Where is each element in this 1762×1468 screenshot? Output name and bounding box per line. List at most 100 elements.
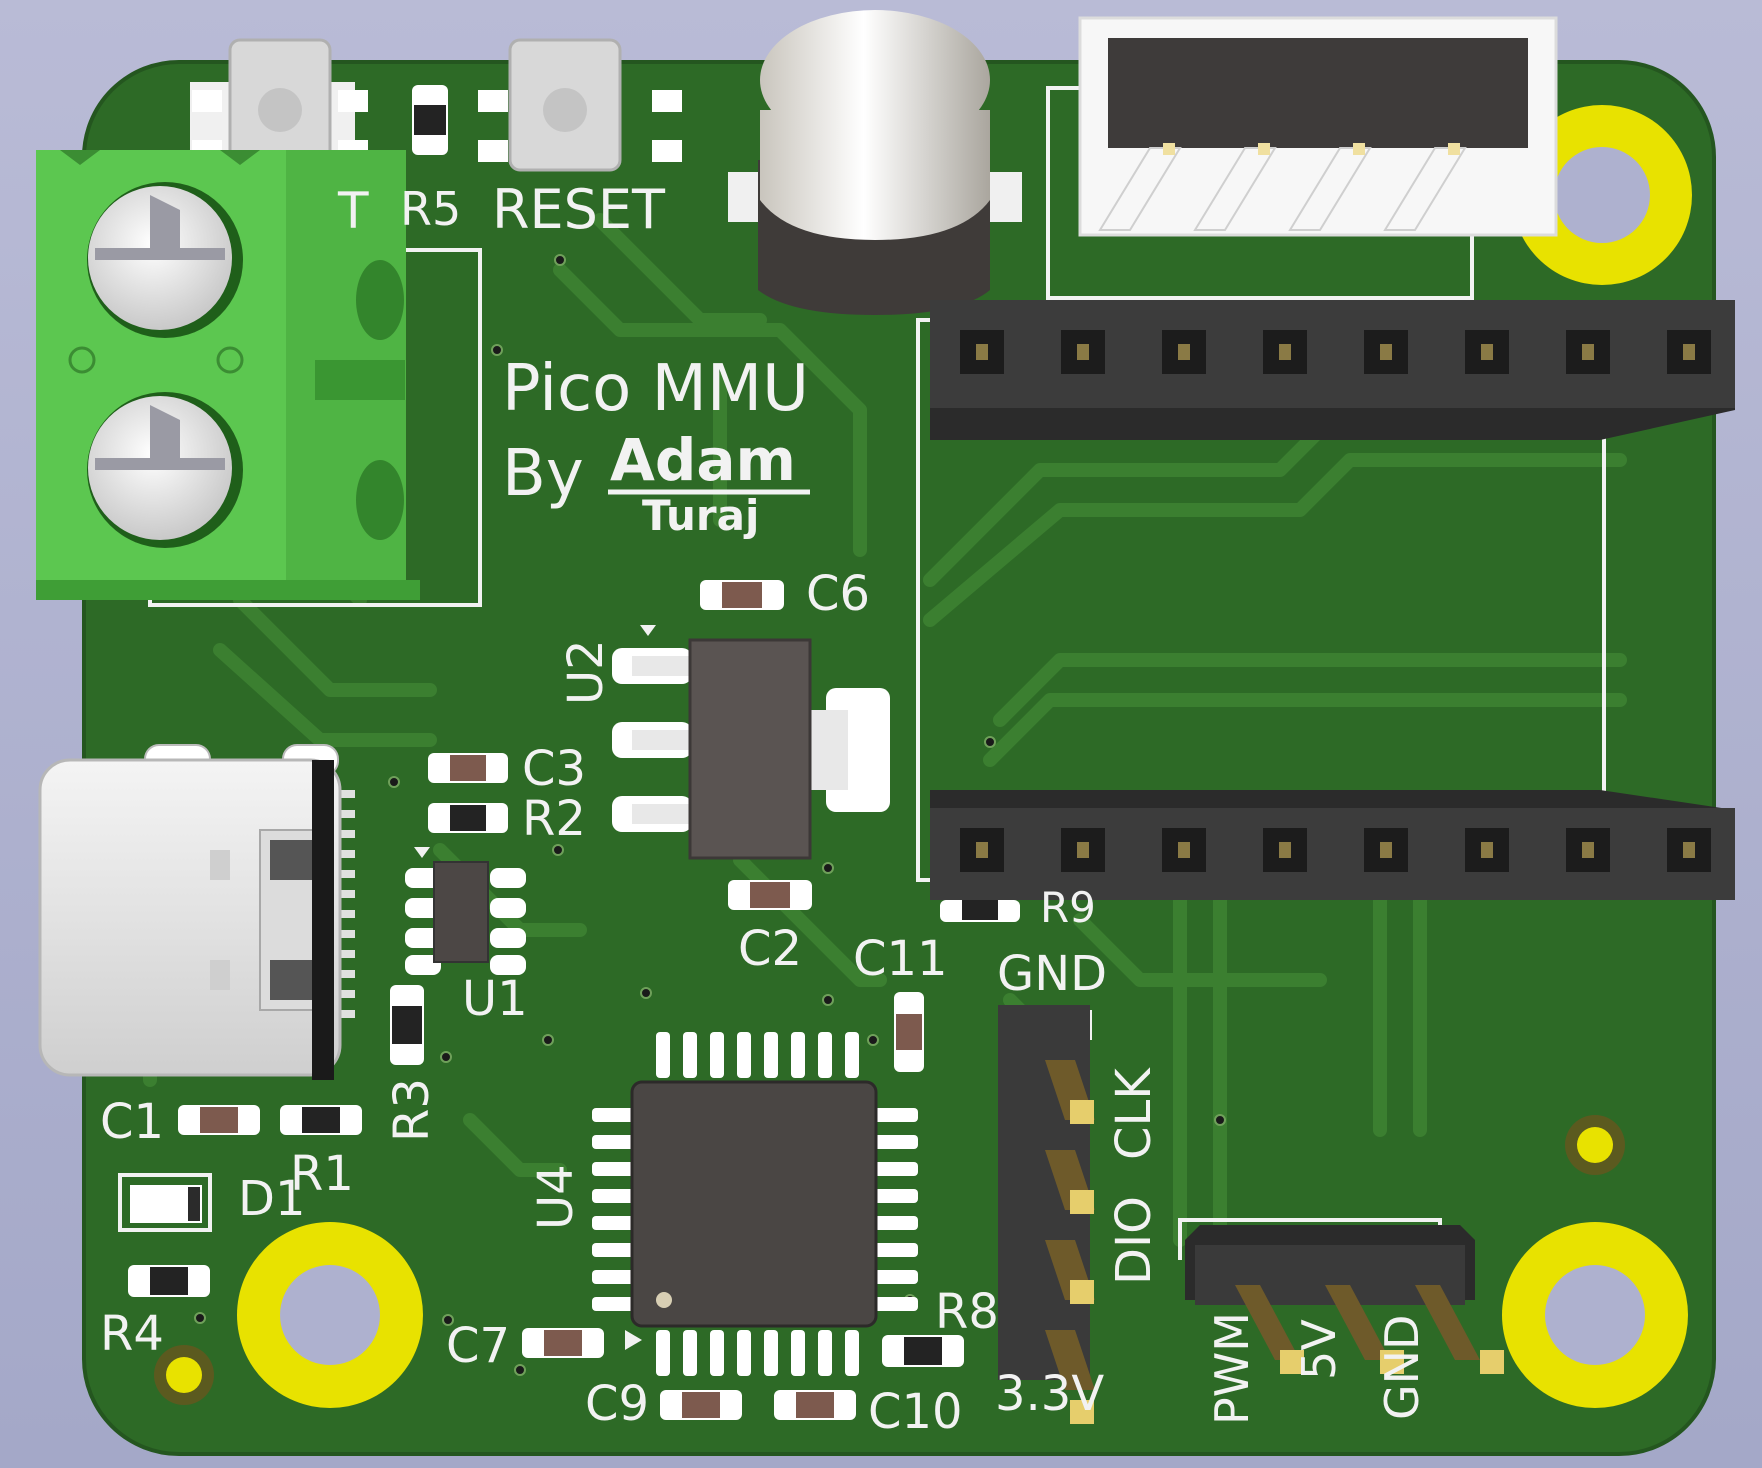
- qfn-pad: [592, 1189, 636, 1203]
- header-pin: [1162, 828, 1206, 872]
- header-pin: [1364, 330, 1408, 374]
- header-pin: [1162, 330, 1206, 374]
- pin-header-icon: [930, 300, 1735, 440]
- qfn-pad: [737, 1032, 751, 1078]
- author-last: Turaj: [642, 491, 759, 540]
- qfn-pad: [874, 1297, 918, 1311]
- label-r4: R4: [100, 1306, 164, 1362]
- label-c3: C3: [522, 741, 586, 797]
- header-pin: [1667, 828, 1711, 872]
- qfn-pad: [656, 1032, 670, 1078]
- u1-ic: [405, 847, 526, 975]
- mounting-hole-icon: [237, 1222, 423, 1408]
- qfn-pad: [874, 1216, 918, 1230]
- qfn-pad: [764, 1330, 778, 1376]
- qfn-pad: [710, 1330, 724, 1376]
- header-pin: [1263, 330, 1307, 374]
- header-pin: [1465, 330, 1509, 374]
- qfn-pad: [683, 1330, 697, 1376]
- qfn-pad: [874, 1270, 918, 1284]
- author-first: Adam: [610, 426, 796, 494]
- label-clk: CLK: [1106, 1067, 1162, 1160]
- qfn-pad: [818, 1032, 832, 1078]
- header-pin: [960, 330, 1004, 374]
- label-r1: R1: [290, 1146, 354, 1202]
- by-label: By: [502, 437, 584, 511]
- header-pin: [1667, 330, 1711, 374]
- jst-connector-icon: [1046, 16, 1558, 300]
- qfn-pad: [874, 1243, 918, 1257]
- qfn-pad: [845, 1330, 859, 1376]
- qfn-pad: [874, 1135, 918, 1149]
- qfn-pad: [874, 1108, 918, 1122]
- u2-regulator: [612, 625, 890, 860]
- qfn-pad: [592, 1297, 636, 1311]
- qfn-pad: [874, 1189, 918, 1203]
- boot-switch[interactable]: [190, 38, 368, 182]
- label-dio: DIO: [1106, 1196, 1162, 1285]
- header-pin: [1465, 828, 1509, 872]
- header-pin: [1364, 828, 1408, 872]
- label-3v3: 3.3V: [995, 1366, 1104, 1422]
- label-c7: C7: [446, 1318, 510, 1374]
- label-c2: C2: [738, 921, 802, 977]
- label-r9: R9: [1040, 883, 1096, 932]
- buzzer-icon: [728, 10, 1022, 315]
- qfn-pad: [592, 1162, 636, 1176]
- usb-c-connector-icon: [38, 744, 355, 1080]
- header-pin: [1061, 828, 1105, 872]
- label-c10: C10: [868, 1384, 963, 1440]
- label-reset: RESET: [492, 178, 666, 241]
- qfn-pad: [874, 1162, 918, 1176]
- r5-resistor: [412, 85, 448, 155]
- qfn-pad: [764, 1032, 778, 1078]
- qfn-pad: [710, 1032, 724, 1078]
- label-pwm: PWM: [1205, 1312, 1259, 1425]
- qfn-pad: [791, 1330, 805, 1376]
- test-pad: [1565, 1115, 1625, 1175]
- board-title: Pico MMU: [502, 352, 809, 426]
- label-gnd-header: GND: [997, 946, 1107, 1002]
- test-pad: [154, 1345, 214, 1405]
- label-c9: C9: [585, 1376, 649, 1432]
- label-r2: R2: [522, 791, 586, 847]
- header-pin: [1061, 330, 1105, 374]
- label-r8: R8: [935, 1284, 999, 1340]
- qfn-pad: [791, 1032, 805, 1078]
- pin-header-icon: [930, 790, 1735, 900]
- reset-switch[interactable]: [478, 38, 682, 172]
- label-u1: U1: [462, 971, 528, 1027]
- label-gnd-fan: GND: [1375, 1315, 1429, 1420]
- header-pin: [1566, 330, 1610, 374]
- qfn-pad: [737, 1330, 751, 1376]
- label-d1: D1: [238, 1171, 306, 1227]
- qfn-chip-icon: [592, 1032, 918, 1376]
- label-c1: C1: [100, 1094, 164, 1150]
- label-c11: C11: [853, 931, 948, 987]
- label-r5: R5: [400, 182, 461, 236]
- label-r3: R3: [384, 1078, 440, 1142]
- silkscreen-labels: Pico MMU By Adam Turaj T R5 RESET C6 U2 …: [100, 178, 1429, 1440]
- label-u4: U4: [528, 1164, 584, 1230]
- qfn-pad: [592, 1216, 636, 1230]
- screw-terminal-icon: [36, 150, 420, 600]
- label-5v: 5V: [1292, 1319, 1346, 1380]
- pin-header-icon: [1185, 1225, 1504, 1374]
- label-c6: C6: [806, 566, 870, 622]
- qfn-pad: [592, 1270, 636, 1284]
- qfn-pad: [845, 1032, 859, 1078]
- header-pin: [960, 828, 1004, 872]
- qfn-pad: [592, 1135, 636, 1149]
- qfn-pad: [592, 1108, 636, 1122]
- header-pin: [1566, 828, 1610, 872]
- qfn-pad: [683, 1032, 697, 1078]
- label-sw1: T: [337, 182, 369, 240]
- qfn-pad: [592, 1243, 636, 1257]
- label-u2: U2: [558, 639, 614, 705]
- qfn-pad: [656, 1330, 670, 1376]
- header-pin: [1263, 828, 1307, 872]
- smd-parts: [118, 580, 1020, 1420]
- pin-header-icon: [998, 1005, 1095, 1424]
- qfn-pad: [818, 1330, 832, 1376]
